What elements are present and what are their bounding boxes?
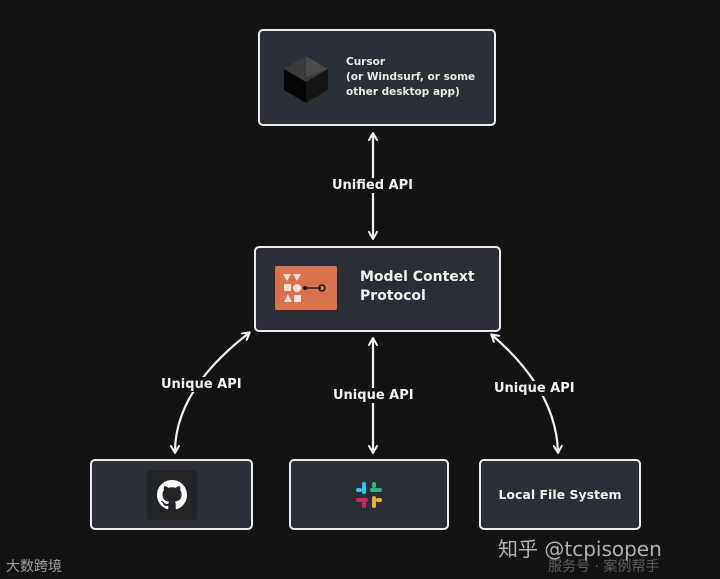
cursor-logo-icon (284, 56, 328, 103)
watermark-left: 大数跨境 (6, 559, 62, 575)
edge-label-github: Unique API (159, 377, 244, 392)
cursor-node: Cursor (or Windsurf, or some other deskt… (258, 29, 496, 126)
github-node (90, 459, 253, 530)
edge-label-slack: Unique API (331, 388, 416, 403)
mcp-node-label: Model Context Protocol (360, 269, 475, 304)
mcp-logo-icon (275, 266, 337, 310)
edge-label-filesystem: Unique API (492, 381, 577, 396)
arrow-left (170, 331, 251, 454)
slack-node (289, 459, 449, 530)
github-icon (147, 470, 197, 520)
watermark-right-sub: 服务号 · 案例帮手 (548, 559, 660, 575)
cursor-node-label: Cursor (or Windsurf, or some other deskt… (346, 56, 476, 98)
filesystem-node: Local File System (479, 459, 641, 530)
mcp-node: Model Context Protocol (254, 246, 501, 332)
filesystem-node-label: Local File System (498, 487, 622, 502)
slack-icon (356, 482, 382, 508)
watermark-right: 知乎 @tcpisopen (498, 537, 662, 561)
edge-label-unified: Unified API (330, 178, 415, 193)
